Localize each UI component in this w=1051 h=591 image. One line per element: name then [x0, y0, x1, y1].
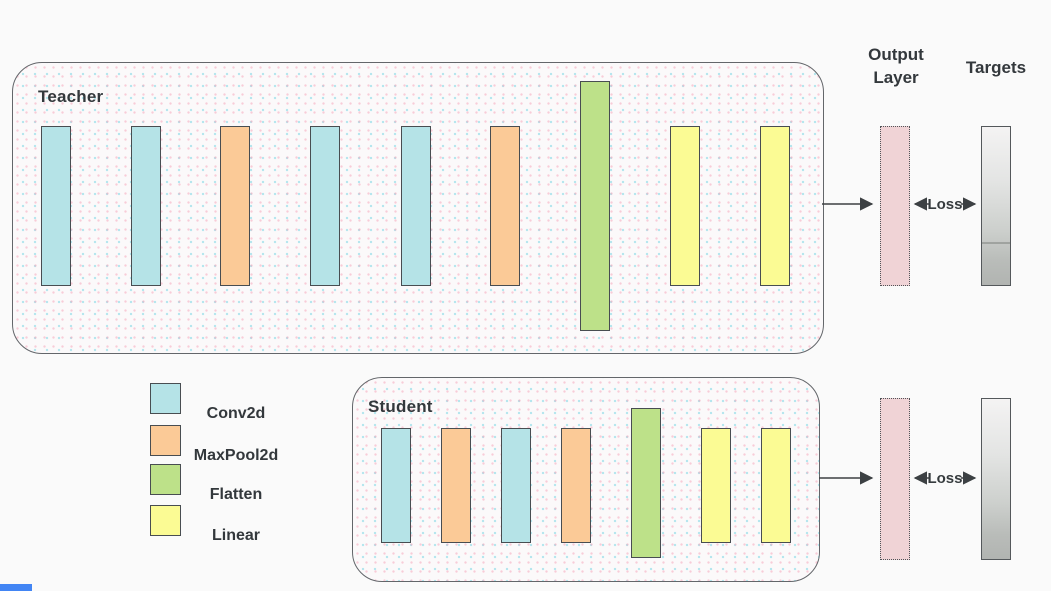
conv2d-swatch-icon	[150, 382, 181, 414]
linear-swatch-icon	[150, 504, 181, 536]
student-layer-bar-conv2d	[381, 428, 411, 543]
maxpool2d-swatch-icon	[150, 424, 181, 456]
teacher-layer-bar-maxpool2d	[490, 126, 520, 286]
student-loss-label: Loss	[927, 470, 963, 487]
teacher-layer-bar-maxpool2d	[220, 126, 250, 286]
teacher-layer-bar-linear	[760, 126, 790, 286]
targets-header: Targets	[965, 58, 1027, 77]
legend-label-linear: Linear	[211, 527, 260, 544]
teacher-targets-bar	[981, 126, 1011, 286]
student-label: Student	[368, 397, 433, 416]
teacher-layer-bar-conv2d	[41, 126, 71, 286]
output-layer-header: Output Layer	[868, 45, 924, 87]
student-layer-bar-linear	[761, 428, 791, 543]
student-targets-bar	[981, 398, 1011, 560]
teacher-layer-bar-conv2d	[310, 126, 340, 286]
legend-label-flatten: Flatten	[209, 486, 263, 503]
student-layer-bar-maxpool2d	[561, 428, 591, 543]
targets-divider-line	[982, 242, 1010, 245]
teacher-label: Teacher	[38, 87, 104, 106]
student-layer-bar-maxpool2d	[441, 428, 471, 543]
student-output-layer-bar	[880, 398, 910, 560]
teacher-layer-bar-linear	[670, 126, 700, 286]
legend-label-maxpool2d: MaxPool2d	[193, 447, 279, 464]
student-layer-bar-conv2d	[501, 428, 531, 543]
teacher-layer-bar-conv2d	[131, 126, 161, 286]
student-layer-bar-linear	[701, 428, 731, 543]
teacher-layer-bar-flatten	[580, 81, 610, 331]
student-layer-bar-flatten	[631, 408, 661, 558]
legend-label-conv2d: Conv2d	[206, 405, 266, 422]
teacher-loss-label: Loss	[927, 196, 963, 213]
teacher-output-layer-bar	[880, 126, 910, 286]
flatten-swatch-icon	[150, 463, 181, 495]
teacher-layer-bar-conv2d	[401, 126, 431, 286]
corner-blue-artifact	[0, 584, 32, 591]
